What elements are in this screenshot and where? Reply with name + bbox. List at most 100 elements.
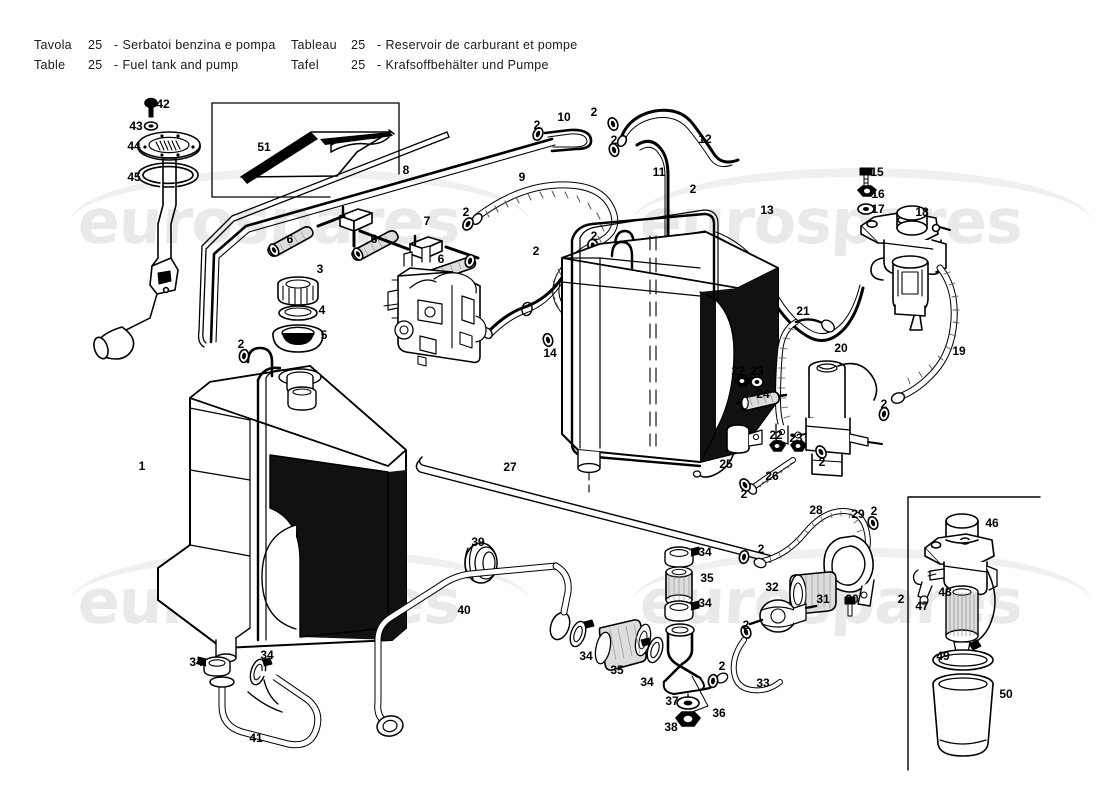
clip-2 <box>532 127 544 141</box>
callout-11: 11 <box>652 165 666 179</box>
header-number-table: 25 <box>88 58 103 72</box>
callout-27: 27 <box>503 460 517 474</box>
clip-2 <box>462 217 474 231</box>
part-5-filler-neck <box>272 324 324 353</box>
clip-2 <box>542 332 554 348</box>
part-47-banjo-fitting <box>912 568 945 605</box>
clip-2 <box>738 549 750 565</box>
callout-22: 22 <box>731 364 745 378</box>
callout-32: 32 <box>765 580 779 594</box>
part-45-seal-ring <box>137 162 199 188</box>
callout-2: 2 <box>818 455 826 469</box>
callout-23: 23 <box>750 364 764 378</box>
part-34-clamp <box>569 619 595 648</box>
callout-3: 3 <box>316 262 324 276</box>
header-dash-tafel: - <box>377 58 382 72</box>
part-38-nut <box>675 711 701 727</box>
header-desc-table: Fuel tank and pump <box>122 58 239 72</box>
callout-40: 40 <box>457 603 471 617</box>
callout-46: 46 <box>985 516 999 530</box>
part-37-washer <box>676 696 700 710</box>
header-lang-tafel: Tafel <box>291 58 319 72</box>
part-34-clamp <box>197 656 231 677</box>
part-6-hose-sleeve <box>267 226 314 257</box>
injection-pump-body <box>383 245 487 367</box>
callout-20: 20 <box>834 341 848 355</box>
callout-15: 15 <box>870 165 884 179</box>
callout-2: 2 <box>590 229 598 243</box>
callout-6: 6 <box>370 232 378 246</box>
header-desc-tavola: Serbatoi benzina e pompa <box>122 38 276 52</box>
callout-33: 33 <box>756 676 770 690</box>
callout-22: 22 <box>769 428 783 442</box>
leader-36 <box>691 675 709 713</box>
callout-21: 21 <box>796 304 810 318</box>
header-lang-tavola: Tavola <box>34 38 72 52</box>
part-31-filter-sleeve <box>789 571 837 615</box>
callout-51: 51 <box>257 140 271 154</box>
part-14-reserve-tank <box>561 209 779 493</box>
clip-2 <box>464 253 476 269</box>
callout-34: 34 <box>579 649 593 663</box>
callout-23: 23 <box>789 431 803 445</box>
clip-2 <box>739 478 751 492</box>
header-number-tafel: 25 <box>351 58 366 72</box>
callout-17: 17 <box>871 202 885 216</box>
part-24-inline-filter <box>735 391 788 411</box>
callout-34: 34 <box>698 596 712 610</box>
callout-5: 5 <box>320 328 328 342</box>
part-51-clip <box>240 129 395 184</box>
callout-18: 18 <box>915 205 929 219</box>
callout-30: 30 <box>845 592 859 606</box>
part-18-fuel-pump <box>860 205 951 331</box>
header-row-table: Table 25 - Fuel tank and pump <box>34 58 276 78</box>
callout-2: 2 <box>689 182 697 196</box>
clip-2 <box>608 142 620 158</box>
header-lang-tableau: Tableau <box>291 38 337 52</box>
callout-16: 16 <box>871 187 885 201</box>
callout-25: 25 <box>719 457 733 471</box>
callout-2: 2 <box>533 118 541 132</box>
clip-2 <box>707 673 719 689</box>
callout-44: 44 <box>127 139 141 153</box>
callout-28: 28 <box>809 503 823 517</box>
callout-34: 34 <box>260 648 274 662</box>
fuel-level-sender-arm <box>93 157 179 360</box>
header-dash-tableau: - <box>377 38 382 52</box>
callout-39: 39 <box>471 535 485 549</box>
part-22-nut <box>734 375 751 387</box>
callout-2: 2 <box>742 618 750 632</box>
part-30-screw <box>844 596 856 617</box>
part-3-fuel-cap <box>277 276 319 306</box>
callout-6: 6 <box>437 252 445 266</box>
part-16-nut <box>857 185 877 197</box>
callout-2: 2 <box>740 487 748 501</box>
callout-34: 34 <box>189 655 203 669</box>
header-dash-tavola: - <box>114 38 119 52</box>
header-number-tableau: 25 <box>351 38 366 52</box>
callout-9: 9 <box>518 170 526 184</box>
header-lang-table: Table <box>34 58 66 72</box>
part-49-bowl-gasket <box>932 649 994 671</box>
part-32-fuel-filter <box>748 599 818 633</box>
callout-13: 13 <box>760 203 774 217</box>
callout-1: 1 <box>138 459 146 473</box>
part-17-washer <box>857 203 875 215</box>
callout-34: 34 <box>640 675 654 689</box>
header-row-tableau: Tableau 25 - Reservoir de carburant et p… <box>291 38 578 58</box>
part-19-hose <box>890 264 960 404</box>
clip-2 <box>878 406 890 422</box>
header-dash-table: - <box>114 58 119 72</box>
callout-47: 47 <box>915 599 929 613</box>
callout-43: 43 <box>129 119 143 133</box>
callout-2: 2 <box>462 205 470 219</box>
callout-8: 8 <box>402 163 410 177</box>
part-1-main-fuel-tank <box>157 346 407 663</box>
part-10-hose <box>543 128 593 153</box>
callout-49: 49 <box>936 649 950 663</box>
callout-38: 38 <box>664 720 678 734</box>
part-23-washer <box>790 440 807 452</box>
callout-2: 2 <box>870 504 878 518</box>
callout-2: 2 <box>757 542 765 556</box>
